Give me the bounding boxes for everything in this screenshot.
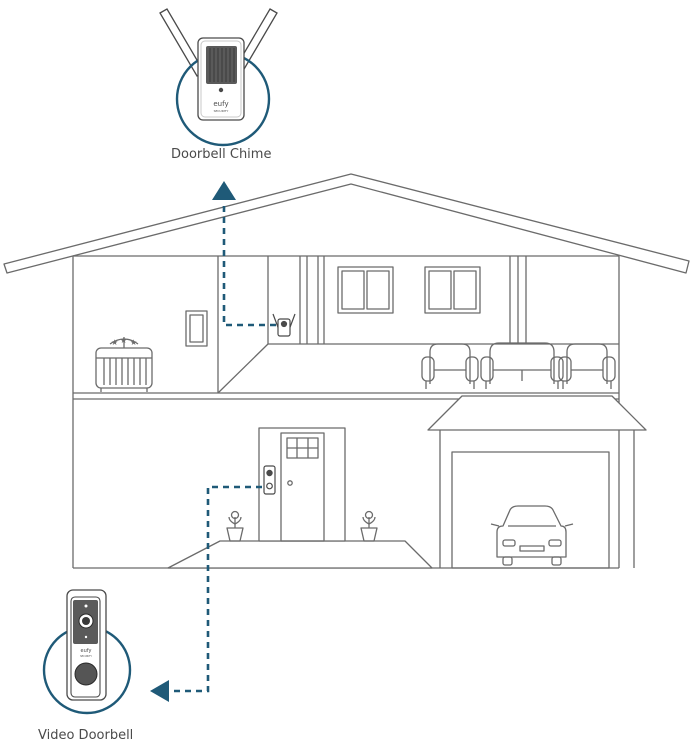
house: ★ ★ ★ xyxy=(3,173,690,569)
doorbell-label: Video Doorbell xyxy=(38,728,134,743)
svg-text:★: ★ xyxy=(130,338,137,347)
crib: ★ ★ ★ xyxy=(95,336,153,392)
sofa xyxy=(480,342,564,389)
video-doorbell-icon: eufy SECURITY xyxy=(42,589,132,715)
chime-brand-sub: SECURITY xyxy=(214,109,229,113)
doorbell-on-wall xyxy=(263,465,276,495)
chime-label: Doorbell Chime xyxy=(171,147,272,162)
chime-device-icon: eufy SECURITY xyxy=(159,8,278,147)
garage xyxy=(427,395,647,569)
house-roof xyxy=(3,173,690,274)
front-door xyxy=(258,427,346,542)
signal-path-doorbell xyxy=(170,485,262,693)
svg-text:★: ★ xyxy=(111,338,118,347)
signal-arrow-left-icon xyxy=(150,680,169,702)
armchair-right xyxy=(558,343,616,389)
doorbell-brand-sub: SECURITY xyxy=(80,655,92,658)
doorbell-brand-logo: eufy xyxy=(81,648,92,654)
plant-right xyxy=(360,510,378,542)
signal-path xyxy=(170,206,276,693)
plant-left xyxy=(226,510,244,542)
wall-picture xyxy=(185,310,208,347)
signal-arrow-icon xyxy=(212,181,236,200)
svg-text:★: ★ xyxy=(120,336,127,345)
window-right xyxy=(424,266,481,314)
armchair-left xyxy=(421,343,479,389)
porch-floor xyxy=(167,540,433,569)
chime-brand-logo: eufy xyxy=(213,100,228,108)
car xyxy=(490,505,574,566)
window-left xyxy=(337,266,394,314)
chime-on-wall xyxy=(272,313,296,337)
